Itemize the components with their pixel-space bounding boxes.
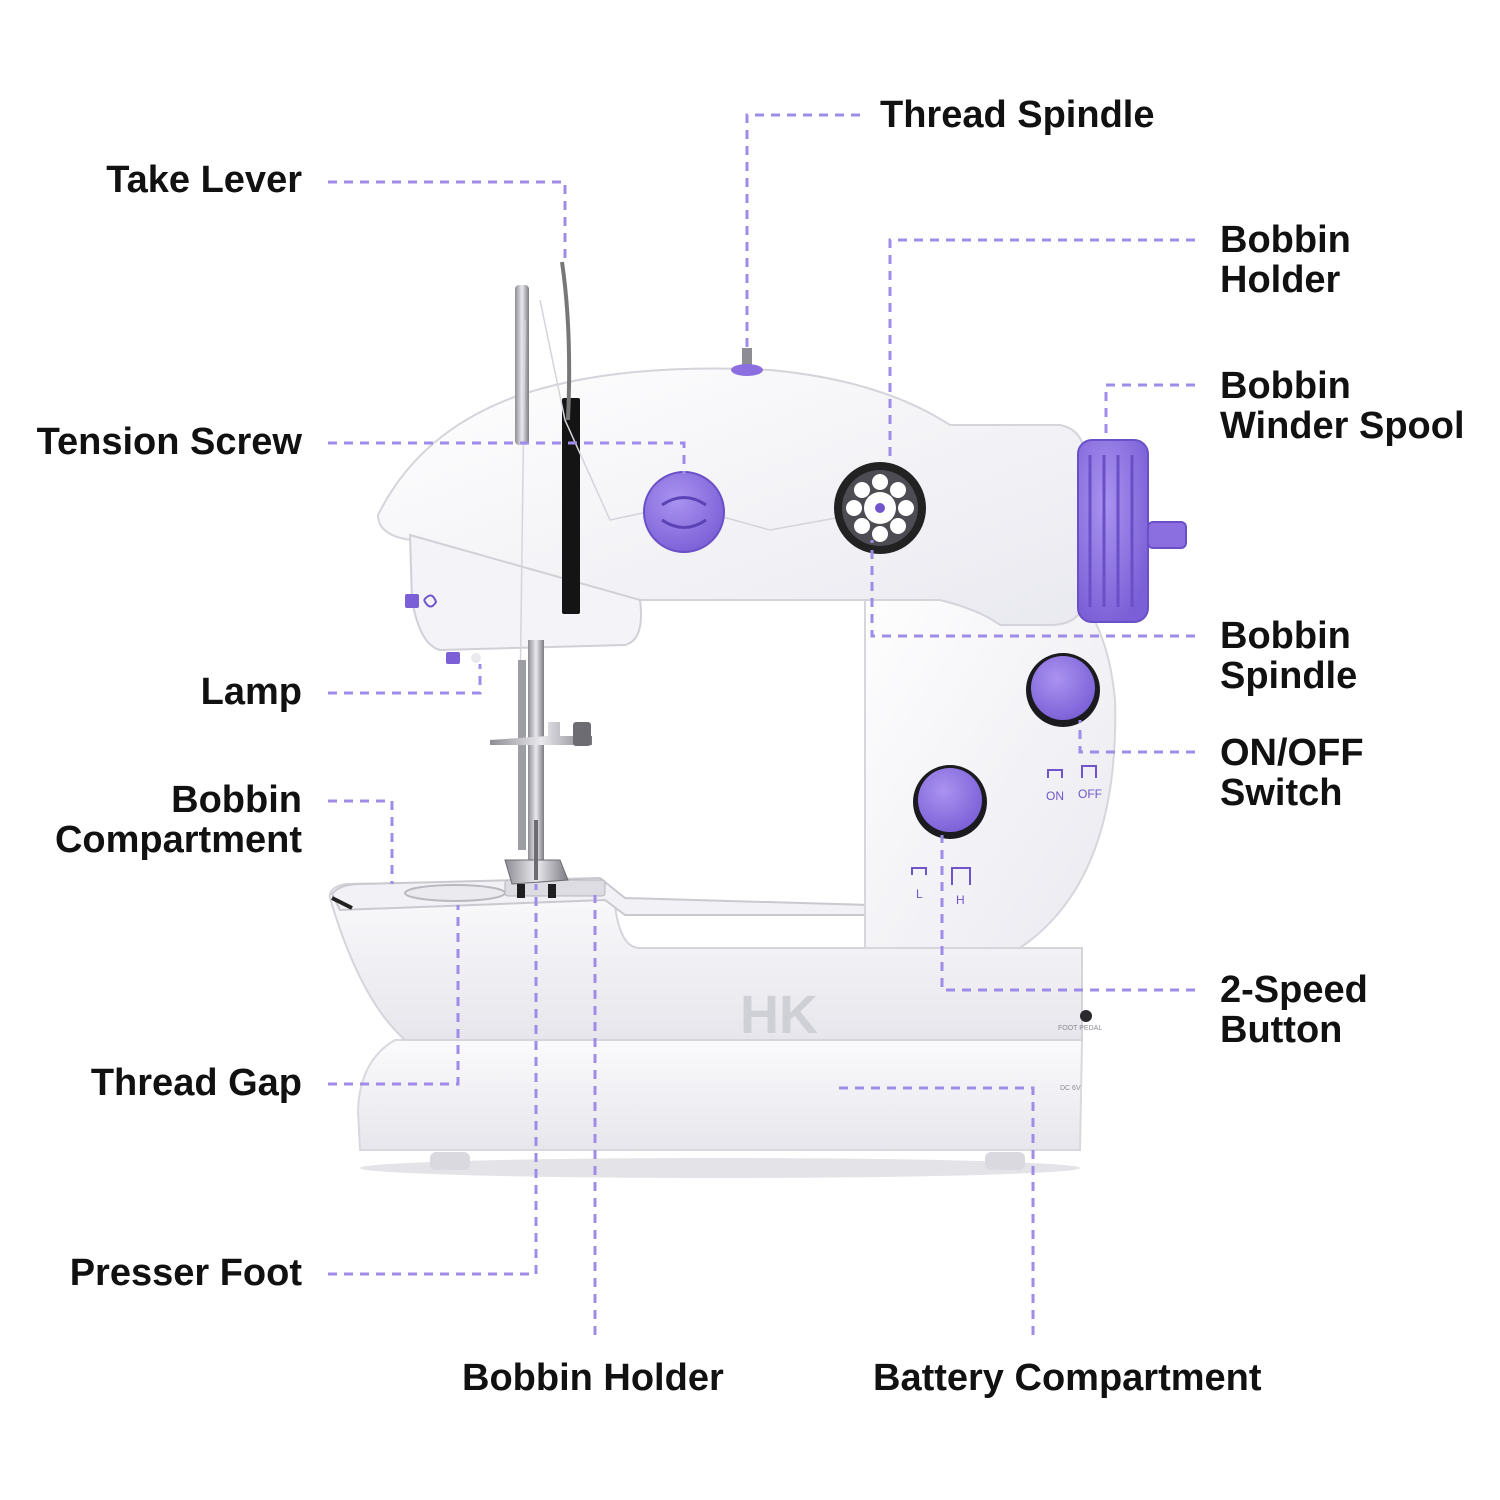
presser-bar [518, 660, 526, 850]
tension-dial [643, 471, 725, 553]
needle-bar [528, 640, 544, 860]
leader-bobbin-compartment [328, 799, 394, 884]
presser-foot-clamp [490, 722, 592, 745]
lamp-shape [446, 652, 460, 664]
needle [534, 820, 538, 880]
label-thread-gap: Thread Gap [91, 1063, 302, 1103]
leader-battery-compartment [832, 1086, 1035, 1335]
machine-shadow [360, 1158, 1080, 1178]
base-lower [356, 1039, 1084, 1151]
label-presser-foot: Presser Foot [70, 1253, 302, 1293]
side-print-dc: DC 6V [1060, 1085, 1081, 1092]
off-marking: OFF [1078, 787, 1102, 801]
tension-dial-mark [661, 496, 707, 529]
label-on-off-switch: ON/OFF Switch [1220, 733, 1364, 813]
take-lever-wire [560, 261, 572, 421]
label-bobbin-spindle: Bobbin Spindle [1220, 616, 1357, 696]
power-jack [1080, 1010, 1092, 1022]
label-thread-spindle: Thread Spindle [880, 95, 1154, 135]
base-rim [331, 896, 353, 910]
leader-tension-screw [328, 441, 686, 474]
thumb-screw [573, 722, 591, 746]
handwheel-knob [1147, 521, 1187, 549]
take-lever-slot [562, 398, 580, 614]
leader-thread-spindle [745, 113, 860, 348]
label-battery-compartment: Battery Compartment [873, 1358, 1262, 1398]
label-bobbin-holder-bottom: Bobbin Holder [462, 1358, 724, 1398]
brand-logo: HK [740, 985, 818, 1045]
spool-pin [515, 285, 529, 445]
label-bobbin-winder-spool: Bobbin Winder Spool [1220, 366, 1465, 446]
label-line: Spindle [1220, 655, 1358, 697]
label-line: Tension Screw [36, 421, 302, 463]
label-line: Thread Gap [90, 1062, 302, 1104]
speed-button [918, 768, 982, 832]
leader-presser-foot [328, 884, 538, 1276]
leader-bobbin-holder [888, 238, 1195, 462]
feed-dog-2 [548, 884, 556, 898]
label-line: Bobbin [1220, 615, 1351, 657]
leader-bobbin-spindle [870, 540, 1195, 638]
label-line: Switch [1220, 772, 1343, 814]
front-foot-left [430, 1152, 470, 1170]
label-line: Battery Compartment [873, 1357, 1262, 1399]
label-line: Bobbin Holder [462, 1357, 724, 1399]
leader-bobbin-winder-spool [1104, 383, 1195, 440]
label-two-speed-button: 2-Speed Button [1220, 970, 1368, 1050]
leader-thread-gap [328, 905, 460, 1086]
label-line: Compartment [54, 819, 302, 861]
feed-dog-1 [517, 884, 525, 898]
label-bobbin-holder: Bobbin Holder [1220, 220, 1351, 300]
label-tension-screw: Tension Screw [37, 422, 302, 462]
cutter-symbol [423, 594, 438, 608]
power-markings [911, 765, 1097, 885]
leader-on-off-switch [1078, 720, 1195, 754]
label-line: 2-Speed [1220, 969, 1368, 1011]
leader-lamp [328, 664, 482, 695]
label-line: Bobbin [171, 779, 302, 821]
leader-take-lever [328, 180, 567, 262]
bobbin-spindle-center [875, 503, 885, 513]
label-line: Holder [1220, 259, 1341, 301]
label-lamp: Lamp [201, 672, 302, 712]
label-line: Presser Foot [69, 1252, 302, 1294]
label-line: Lamp [200, 671, 302, 713]
leader-two-speed-button [940, 835, 1195, 992]
label-line: Bobbin [1220, 219, 1351, 261]
label-line: Winder Spool [1220, 405, 1465, 447]
label-line: Thread Spindle [880, 94, 1155, 136]
label-line: ON/OFF [1220, 732, 1364, 774]
handwheel-ridges [1088, 455, 1134, 607]
thread-spindle-pin [742, 348, 752, 368]
on-marking: ON [1046, 789, 1064, 803]
label-line: Button [1220, 1009, 1343, 1051]
front-foot-right [985, 1152, 1025, 1170]
side-print-foot-pedal: FOOT PEDAL [1058, 1025, 1102, 1032]
high-speed-marking: H [956, 893, 965, 907]
power-button [1031, 656, 1095, 720]
lamp-light [471, 653, 481, 663]
label-bobbin-compartment: Bobbin Compartment [55, 780, 302, 860]
thread-cutter [405, 594, 419, 608]
base-upper [328, 878, 1083, 1041]
thread-spindle-cap [731, 364, 763, 376]
label-line: Bobbin [1220, 365, 1351, 407]
bobbin-cover [404, 884, 506, 902]
label-take-lever: Take Lever [106, 160, 302, 200]
label-line: Take Lever [106, 159, 302, 201]
low-speed-marking: L [916, 887, 923, 901]
leader-lines [328, 113, 1195, 1335]
